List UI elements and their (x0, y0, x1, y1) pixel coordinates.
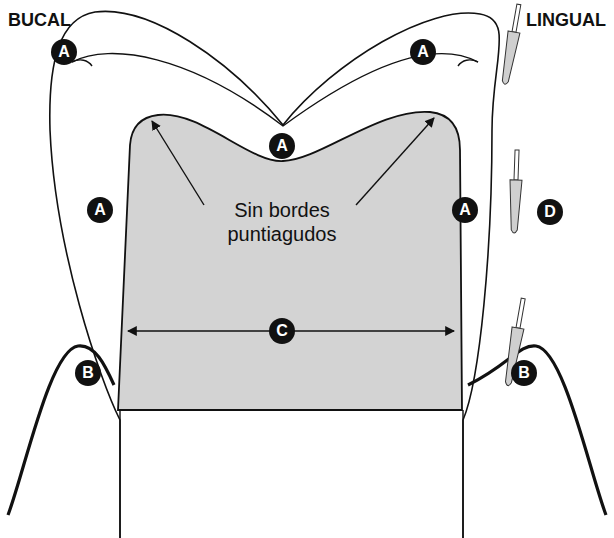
gum-line (468, 346, 606, 515)
callout-letter: B (82, 365, 94, 381)
bur-instrument (499, 3, 525, 85)
callout-circle: A (51, 39, 77, 65)
callout-letter: A (276, 138, 288, 154)
side-label: BUCAL (8, 10, 71, 32)
crown-outline (50, 11, 500, 538)
callout-letter: B (518, 365, 530, 381)
callout-circle: B (75, 360, 101, 386)
callout-letter: D (544, 204, 556, 220)
cusp-hook (72, 60, 92, 66)
root-outline (120, 410, 463, 538)
cusp-hook (458, 60, 478, 66)
callout-circle: A (269, 133, 295, 159)
gum-line (8, 346, 114, 515)
callout-letter: C (276, 323, 288, 339)
callout-letter: A (58, 44, 70, 60)
callout-letter: A (459, 202, 471, 218)
side-label: LINGUAL (526, 10, 606, 32)
leader-arrow (152, 121, 204, 205)
note-text: Sin bordes puntiagudos (182, 198, 382, 246)
callout-circle: B (511, 360, 537, 386)
callout-circle: D (537, 199, 563, 225)
bur-instrument (508, 150, 523, 233)
callout-circle: A (410, 39, 436, 65)
prepared-core (118, 112, 462, 410)
callout-letter: A (417, 44, 429, 60)
callout-circle: C (269, 318, 295, 344)
leader-arrow (356, 118, 434, 205)
callout-circle: A (452, 197, 478, 223)
callout-letter: A (94, 202, 106, 218)
callout-circle: A (87, 197, 113, 223)
